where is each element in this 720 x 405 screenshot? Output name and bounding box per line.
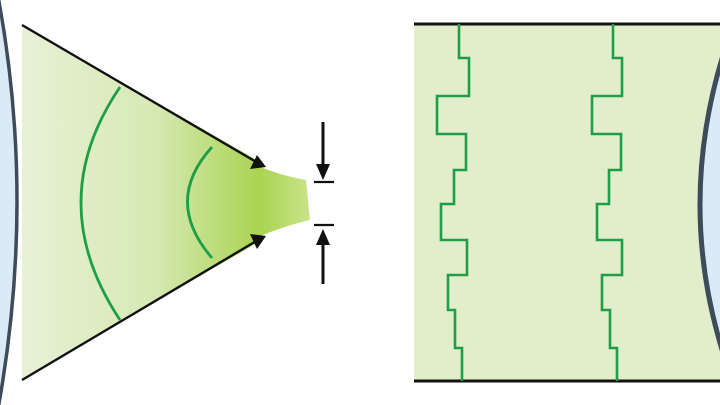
stepped-wavefront-2 [590,24,624,381]
beam-edge-bottom [21,238,259,382]
converging-beam [22,25,262,380]
focusing-lens [0,0,19,405]
collimated-beam [414,24,720,381]
beam-edge-top [21,23,259,165]
collimated-panel [414,22,720,383]
wavefront-large [79,86,122,321]
arrow-down-icon [316,122,330,180]
collimating-lens [697,56,720,352]
stepped-wavefront-1 [435,24,471,381]
focusing-panel [0,0,310,405]
waist-width-indicator [314,122,334,284]
beam-waist [258,166,310,237]
beam-arrowhead-bottom [250,234,266,249]
wavefront-small [186,146,214,259]
arrow-up-icon [316,229,330,284]
beam-arrowhead-top [250,155,266,169]
